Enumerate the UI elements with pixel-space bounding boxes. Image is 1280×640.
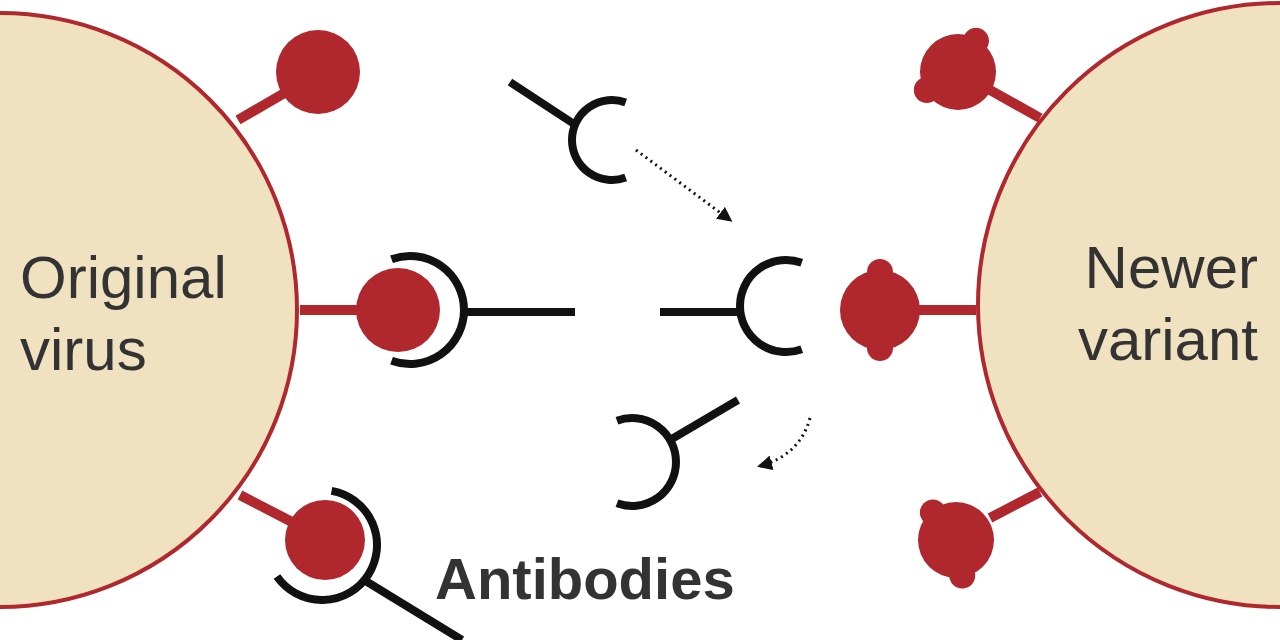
antibody-label: Antibodies: [435, 550, 735, 608]
antibody-stem: [464, 308, 575, 316]
antibody-arm: [392, 256, 464, 364]
antibody-arm: [572, 100, 626, 180]
spike-stalk: [990, 492, 1040, 518]
antibody-stem: [670, 400, 738, 440]
virus-outline: [978, 3, 1280, 607]
virus-label: Newer variant: [998, 232, 1258, 376]
spike-stalk: [915, 305, 976, 315]
spike-stalk: [990, 90, 1040, 118]
virus-body: [975, 0, 1280, 610]
antibody-arm: [617, 418, 676, 506]
virus-label: Original virus: [20, 242, 280, 386]
spike-stalk: [300, 305, 360, 315]
spike-mutation: [867, 259, 893, 285]
motion-arrow: [760, 418, 810, 466]
spike-mutation: [949, 562, 975, 588]
antibody-arm: [740, 260, 802, 352]
antibody-group: [277, 82, 810, 640]
spike-head: [276, 30, 360, 114]
antibody-arm: [277, 491, 377, 600]
original-virus: Original virus: [0, 10, 300, 610]
antibody-stem: [510, 82, 574, 124]
spike-mutation: [920, 499, 946, 525]
spike-mutation: [867, 335, 893, 361]
spike-mutation: [914, 77, 940, 103]
motion-arrow: [636, 150, 730, 220]
variant-virus: Newer variant: [975, 0, 1280, 610]
spike-stalk: [240, 495, 292, 522]
antibody-stem: [660, 308, 740, 316]
virus-outline: [0, 13, 297, 607]
spike-head: [285, 500, 365, 580]
spike-mutation: [963, 28, 989, 54]
spike-head: [356, 268, 440, 352]
